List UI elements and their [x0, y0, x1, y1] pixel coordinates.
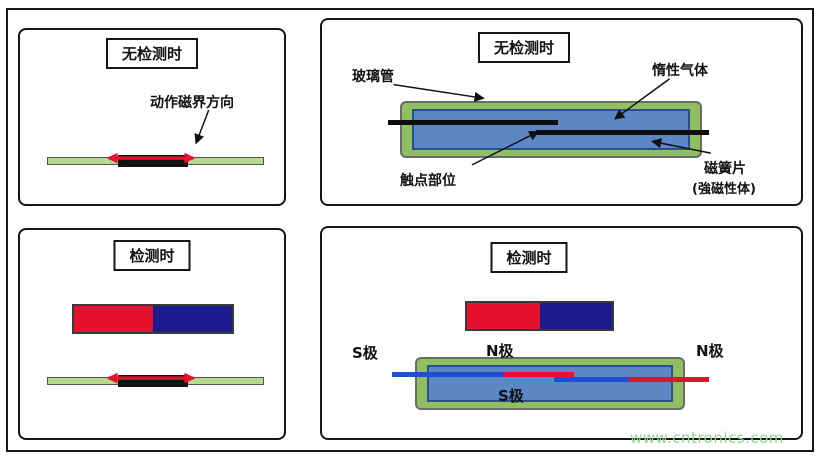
pole-label-left: S极: [352, 344, 378, 362]
panel-title: 检测时: [113, 240, 191, 271]
left-reed-red-tip: [504, 372, 574, 377]
contact-area-label: 触点部位: [400, 173, 456, 189]
panel-detection-tube: 检测时 S极 N极 N极 S极: [320, 226, 803, 440]
panel-no-detection-strip: 无检测时 动作磁界方向: [18, 28, 286, 206]
pointer-arrow-icon: [194, 109, 210, 145]
magnetic-field-direction-label: 动作磁界方向: [150, 95, 234, 111]
magnet: [465, 301, 614, 331]
panel-title: 检测时: [490, 242, 568, 273]
reed-lead-right: [536, 130, 709, 135]
contact-segment: [118, 375, 188, 387]
right-reed-blue-tip: [554, 377, 629, 382]
pole-label-bottom: S极: [498, 387, 524, 405]
inert-gas-label: 惰性气体: [652, 63, 708, 79]
panel-no-detection-tube: 无检测时 玻璃管 惰性气体 触点部位 磁簧片 (強磁性体): [320, 18, 803, 206]
left-reed-blue-section: [392, 372, 504, 377]
panel-detection-strip: 检测时: [18, 228, 286, 440]
reed-sublabel: (強磁性体): [692, 182, 756, 197]
magnet-red-half: [467, 303, 540, 329]
right-reed-red-section: [629, 377, 709, 382]
magnet-red-half: [74, 306, 153, 332]
watermark: www.cntronics.com: [630, 429, 784, 447]
outer-frame: [6, 8, 814, 452]
panel-title: 无检测时: [477, 32, 571, 63]
magnet-blue-half: [539, 303, 612, 329]
inert-gas-area: [427, 365, 673, 402]
magnet-blue-half: [153, 306, 232, 332]
reed-label: 磁簧片: [704, 161, 746, 177]
reed-lead-left: [388, 120, 558, 125]
magnet: [72, 304, 234, 334]
glass-tube-label: 玻璃管: [352, 69, 394, 85]
contact-segment: [118, 155, 188, 167]
pole-label-right: N极: [696, 342, 724, 360]
pole-label-top: N极: [486, 342, 514, 360]
glass-tube-pointer-icon: [393, 83, 485, 102]
panel-title: 无检测时: [105, 38, 199, 69]
